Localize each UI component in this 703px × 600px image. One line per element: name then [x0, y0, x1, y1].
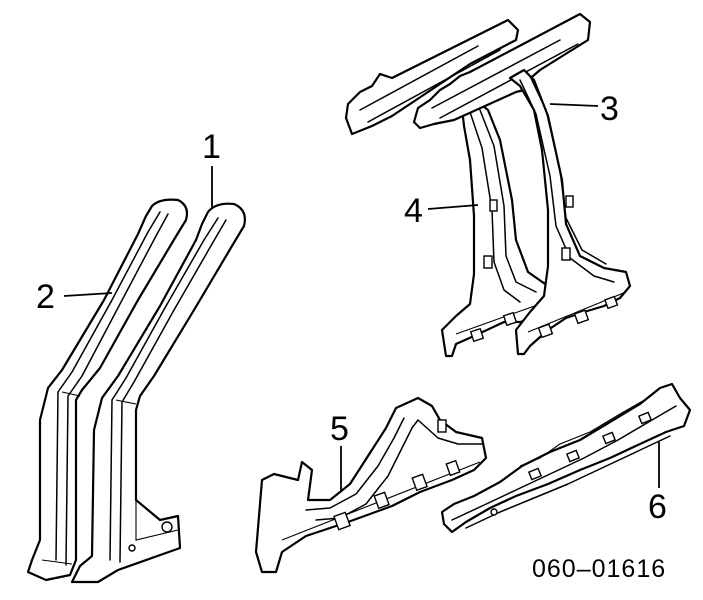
callout-3: 3 [600, 90, 619, 128]
leader-3 [549, 103, 599, 107]
part-5-slot [373, 491, 390, 510]
part-5-rocker [254, 396, 488, 574]
reference-code: 060–01616 [532, 555, 666, 583]
leader-2 [63, 292, 113, 297]
part-4-slot [483, 255, 493, 269]
part-6-slot [565, 449, 581, 463]
part-3-slot [604, 295, 619, 310]
part-5-slot [437, 419, 447, 433]
part-5-slot [333, 511, 351, 531]
part-4-slot [489, 199, 498, 212]
part-4-slot [469, 327, 485, 343]
part-3-slot [537, 323, 554, 339]
part-4-slot [502, 311, 518, 327]
part-6-slot [601, 431, 617, 445]
part-6-sill [440, 382, 692, 534]
part-6-hole [490, 508, 498, 516]
callout-1: 1 [202, 128, 221, 166]
part-3-pillar [412, 12, 632, 356]
callout-2: 2 [36, 278, 55, 316]
part-1-hole [161, 521, 173, 533]
part-3-slot [573, 309, 590, 325]
callout-6: 6 [648, 488, 667, 526]
leader-4 [427, 204, 479, 210]
part-6-slot [637, 411, 653, 425]
part-3-slot [561, 247, 571, 261]
part-5-slot [411, 473, 428, 492]
part-1-pillar [70, 202, 246, 584]
part-6-slot [527, 467, 543, 481]
part-1-hole [128, 544, 136, 552]
callout-4: 4 [404, 192, 423, 230]
callout-5: 5 [330, 410, 349, 448]
part-2-pillar [26, 198, 189, 582]
part-3-slot [565, 195, 574, 208]
part-5-slot [445, 459, 461, 477]
part-4-pillar [344, 18, 550, 358]
